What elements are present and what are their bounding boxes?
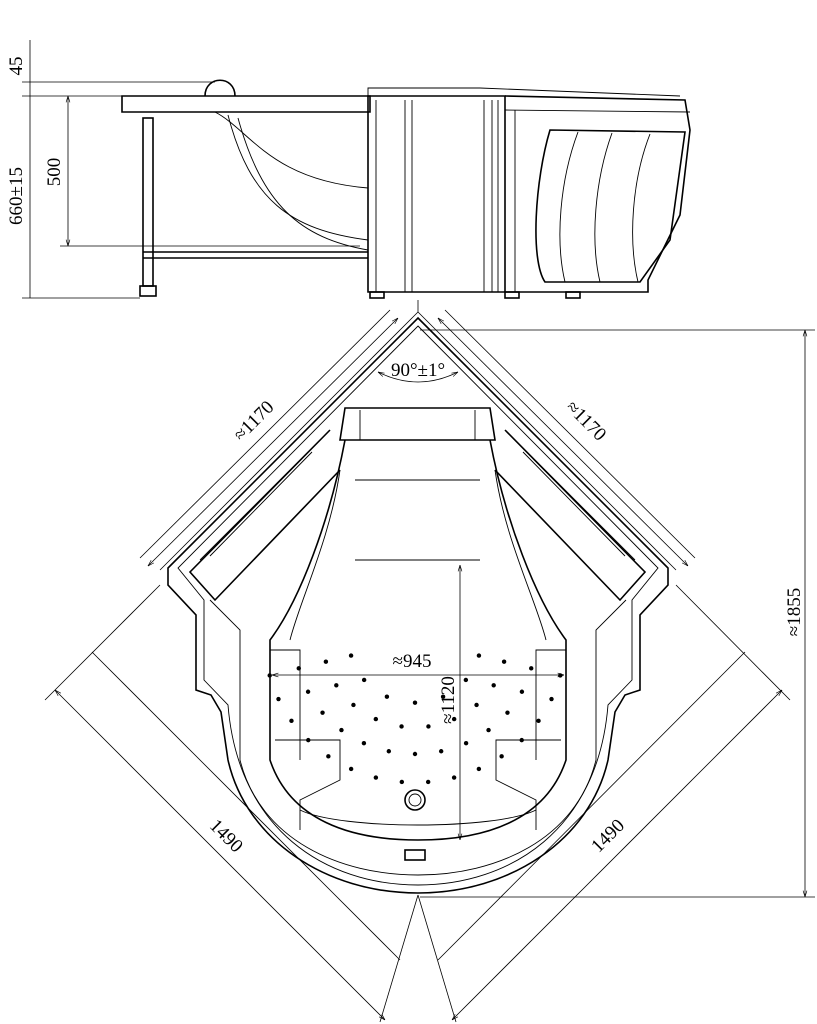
jet-dot [276,696,281,702]
jet-dot [305,689,311,694]
jet-dot [536,718,541,724]
jet-dot [296,666,301,671]
jet-dot [558,673,563,678]
jet-dot [267,673,272,678]
jet-dot [438,749,444,754]
jet-dot [412,700,418,705]
jet-dot [463,740,469,746]
dim-height-label: 660±15 [6,167,27,225]
jet-dot [339,727,344,733]
jet-dot [425,779,431,785]
jet-dot [476,766,482,772]
jet-dot [463,677,469,683]
jet-dot [320,710,325,715]
jet-dot [361,740,367,746]
jet-dot [491,683,496,688]
jet-dot [549,696,554,702]
jet-dot [451,775,457,780]
drain [404,789,426,811]
jet-dot [384,694,390,699]
jet-dot [399,724,404,729]
inner-width-label: ≈945 [393,651,432,672]
jet-dot [505,710,510,715]
jet-dot [440,694,446,699]
jet-dot [386,749,392,754]
jet-dot [351,702,356,708]
jet-dot [451,716,457,722]
jet-dot [348,766,354,772]
angle-label: 90°±1° [391,360,445,381]
top-view: ≈1855 ≈1170 ≈1170 90°±1° 1490 1490 [44,300,815,1023]
jet-dot [361,677,367,683]
side-right-label: ≈1170 [562,397,611,446]
jet-dot [412,751,418,757]
jet-dot [334,683,339,688]
inner-length-label: ≈1120 [438,676,459,724]
dim-depth-label: 500 [44,158,65,187]
side-left-label: ≈1170 [230,397,279,446]
jet-dot [501,659,507,664]
jet-dot [289,718,294,724]
jet-dot [399,779,405,785]
air-jets [267,653,563,785]
jet-dot [373,716,379,722]
jet-dot [519,689,525,694]
jet-dot [474,702,479,708]
inner-basin [269,439,567,841]
dim-rim-label: 45 [6,57,27,76]
headrest [339,407,496,441]
jet-dot [373,775,379,780]
jet-dot [426,724,431,729]
jet-dot [323,659,329,664]
diag-right-label: 1490 [587,815,629,857]
jet-dot [529,666,534,671]
overall-depth-label: ≈1855 [784,588,805,636]
jet-dot [519,737,524,743]
diag-left-label: 1490 [205,815,247,857]
jet-dot [326,754,331,759]
overflow [404,849,426,861]
jet-dot [499,754,504,759]
side-view: 45 500 660±15 [6,40,691,299]
jet-dot [306,737,311,743]
tub-outline [167,316,669,894]
jet-dot [486,727,491,733]
jet-dot [348,653,354,658]
jet-dot [476,653,482,658]
